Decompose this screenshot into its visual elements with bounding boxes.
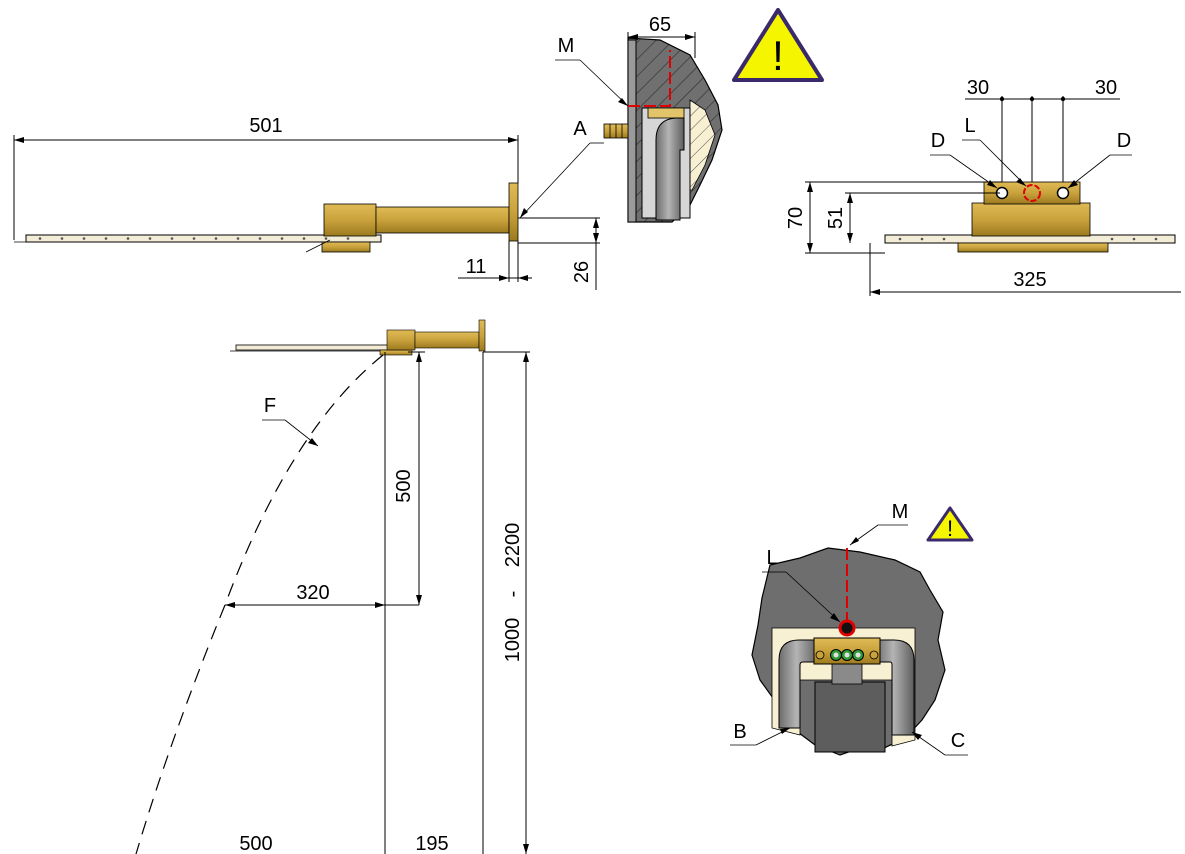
- section-pipe: [655, 117, 685, 221]
- dim-range-a: 1000: [502, 618, 524, 663]
- svg-text:!: !: [947, 516, 953, 541]
- spray-curve: [135, 354, 384, 854]
- dim-reach-label: 320: [296, 582, 329, 604]
- front-view: 30 30 L D D 70 51 325: [785, 77, 1181, 296]
- label-a: A: [573, 118, 587, 140]
- label-b: B: [733, 721, 746, 743]
- dim-offset-label: 11: [466, 256, 487, 278]
- dim-left-label: 30: [967, 77, 989, 99]
- label-m-section: M: [558, 35, 575, 57]
- dim-width-label: 325: [1013, 269, 1046, 291]
- svg-text:!: !: [772, 32, 784, 79]
- wall-flange: [508, 182, 519, 242]
- head-body: [323, 203, 377, 237]
- dim-total-height-label: 70: [785, 207, 807, 229]
- dim-drop-label: 500: [393, 469, 415, 502]
- dim-hole-height-label: 51: [825, 207, 847, 229]
- dim-depth-label: 65: [649, 14, 671, 36]
- hole-l: [1023, 184, 1041, 202]
- label-d-left: D: [931, 130, 945, 152]
- front-body: [971, 202, 1091, 237]
- lower-plate: [321, 241, 371, 253]
- label-l-detail: L: [766, 547, 777, 569]
- dim-length-label: 501: [249, 115, 282, 137]
- shower-arm: [375, 206, 510, 234]
- install-view: F 500 320 1000 - 2200 500 195: [135, 319, 530, 854]
- section-view: 65 M: [555, 14, 723, 223]
- warning-icon-small: !: [926, 506, 974, 542]
- outlet-l: [838, 619, 856, 637]
- hole-d-right: [1056, 186, 1070, 200]
- label-d-right: D: [1117, 130, 1131, 152]
- label-c: C: [951, 730, 965, 752]
- nozzle-dots: [38, 237, 350, 240]
- dim-bottom-left: 500: [239, 833, 272, 854]
- side-view: 501 11 26 A: [13, 115, 604, 290]
- warning-icon: !: [732, 8, 824, 82]
- wall-detail: M L B C: [730, 501, 968, 756]
- label-f: F: [264, 395, 276, 417]
- dim-right-label: 30: [1095, 77, 1117, 99]
- dim-range-sep: -: [502, 591, 524, 598]
- dim-range-b: 2200: [502, 523, 524, 568]
- label-m-detail: M: [892, 501, 909, 523]
- dim-bottom-right: 195: [415, 833, 448, 854]
- label-l-front: L: [964, 115, 975, 137]
- dim-height-label: 26: [571, 261, 593, 283]
